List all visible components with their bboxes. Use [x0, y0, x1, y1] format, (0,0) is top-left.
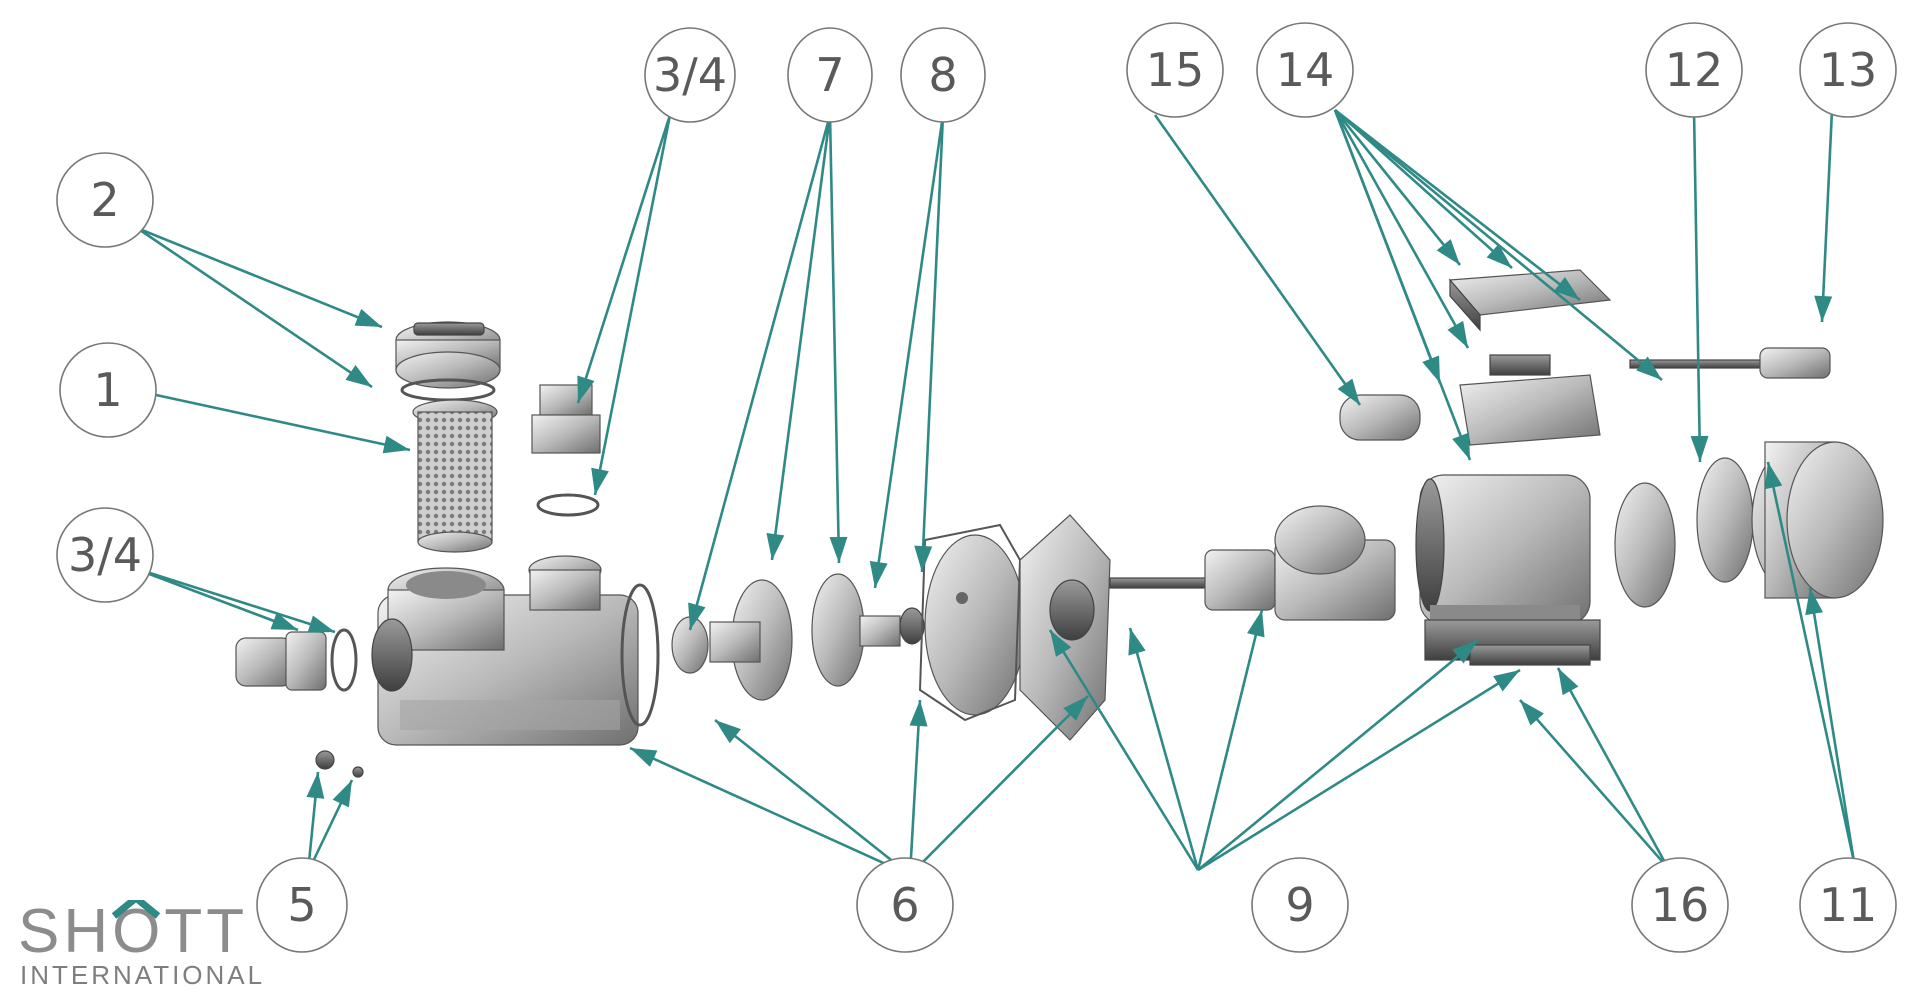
- logo-main-text: SHOTT: [18, 900, 248, 966]
- leader-arrowhead: [1050, 630, 1072, 657]
- terminal-box: [1448, 269, 1612, 446]
- leader-arrowhead: [1520, 700, 1544, 726]
- callout-14: 14: [1256, 22, 1354, 118]
- leader-arrowhead: [345, 364, 372, 387]
- callout-3-4-left: 3/4: [56, 507, 154, 603]
- callout-label: 1: [93, 363, 122, 417]
- callout-6: 6: [856, 857, 954, 953]
- callout-label: 11: [1819, 878, 1878, 932]
- leader-arrowhead: [1553, 276, 1580, 300]
- leader-arrowhead: [332, 780, 352, 808]
- leader-arrowhead: [1247, 610, 1265, 638]
- callout-label: 2: [90, 173, 119, 227]
- callout-label: 3/4: [653, 48, 727, 102]
- callout-label: 13: [1819, 43, 1878, 97]
- cooling-fan: [1614, 457, 1754, 608]
- leader-arrowhead: [869, 560, 888, 588]
- callout-label: 15: [1146, 43, 1205, 97]
- callout-label: 9: [1285, 878, 1314, 932]
- leader-arrowhead: [1422, 355, 1440, 383]
- leader-arrowhead: [270, 612, 298, 630]
- leader-arrowhead: [1337, 378, 1360, 405]
- callout-11: 11: [1799, 857, 1897, 953]
- outlet-union: [531, 384, 601, 517]
- motor-rotor: [1109, 505, 1396, 621]
- capacitor: [1339, 394, 1421, 441]
- parts-illustration: [235, 269, 1884, 778]
- leader-arrowhead: [1493, 670, 1520, 692]
- callout-9: 9: [1251, 857, 1349, 953]
- callout-3-4-top: 3/4: [644, 27, 736, 123]
- callout-13: 13: [1799, 22, 1897, 118]
- motor-stator: [1415, 474, 1601, 666]
- leader-arrowhead: [829, 536, 848, 563]
- leader-arrowhead: [1452, 640, 1478, 664]
- callout-15: 15: [1126, 22, 1224, 118]
- callout-16: 16: [1631, 857, 1729, 953]
- callout-12: 12: [1645, 22, 1743, 118]
- leader-arrowhead: [630, 748, 658, 767]
- callout-label: 7: [815, 48, 844, 102]
- leader-arrowhead: [354, 308, 382, 327]
- leader-arrowhead: [1452, 432, 1470, 460]
- leader-arrowhead: [577, 375, 595, 403]
- callout-5: 5: [256, 857, 348, 953]
- leader-arrowhead: [715, 720, 741, 744]
- callout-1: 1: [59, 342, 157, 438]
- leader-arrowhead: [1690, 435, 1709, 462]
- leader-arrowhead: [766, 533, 785, 560]
- shott-logo: SHOTT INTERNATIONAL: [18, 900, 265, 988]
- leader-arrowhead: [1063, 696, 1088, 721]
- leader-arrowhead: [909, 700, 928, 727]
- leader-arrowhead: [1764, 462, 1783, 490]
- strainer-basket: [412, 399, 498, 553]
- leader-arrowhead: [382, 435, 410, 454]
- leader-arrowhead: [306, 772, 325, 799]
- leader-arrowhead: [1447, 320, 1468, 348]
- leader-arrowhead: [591, 467, 609, 495]
- leader-arrowhead: [1128, 628, 1146, 656]
- leader-arrowhead: [1558, 668, 1579, 696]
- callout-label: 14: [1276, 43, 1335, 97]
- leader-arrowhead: [914, 545, 933, 572]
- callout-label: 6: [890, 878, 919, 932]
- house-roof-icon: [111, 900, 161, 919]
- callout-8: 8: [900, 27, 986, 123]
- fan-cover: [1751, 441, 1884, 599]
- callouts: 3/4 7 8 15 14 12 13 2: [56, 22, 1897, 953]
- callout-label: 3/4: [68, 528, 142, 582]
- callout-label: 16: [1651, 878, 1710, 932]
- seal-plate: [918, 523, 1026, 722]
- motor-flange: [1019, 514, 1111, 741]
- leader-arrowhead: [1486, 243, 1512, 268]
- leader-arrowhead: [307, 615, 335, 633]
- leader-arrowhead: [1436, 239, 1460, 265]
- leader-arrowhead: [1636, 356, 1662, 380]
- callout-7: 7: [787, 27, 873, 123]
- leader-arrowhead: [1814, 295, 1833, 322]
- leader-arrowheads: [270, 239, 1833, 808]
- callout-label: 5: [287, 878, 316, 932]
- leader-arrowhead: [1805, 588, 1824, 616]
- logo-sub-text: INTERNATIONAL: [20, 960, 265, 988]
- callout-label: 8: [928, 48, 957, 102]
- callout-label: 12: [1665, 43, 1724, 97]
- callout-2: 2: [56, 152, 154, 248]
- pump-body: [371, 555, 660, 746]
- diffuser-impeller: [671, 573, 925, 701]
- cable-gland: [1629, 347, 1831, 379]
- inlet-union: [235, 628, 358, 692]
- strainer-lid: [395, 321, 501, 402]
- leader-arrowhead: [688, 602, 706, 630]
- drain-plugs: [315, 750, 364, 778]
- leader-lines: [127, 108, 1856, 877]
